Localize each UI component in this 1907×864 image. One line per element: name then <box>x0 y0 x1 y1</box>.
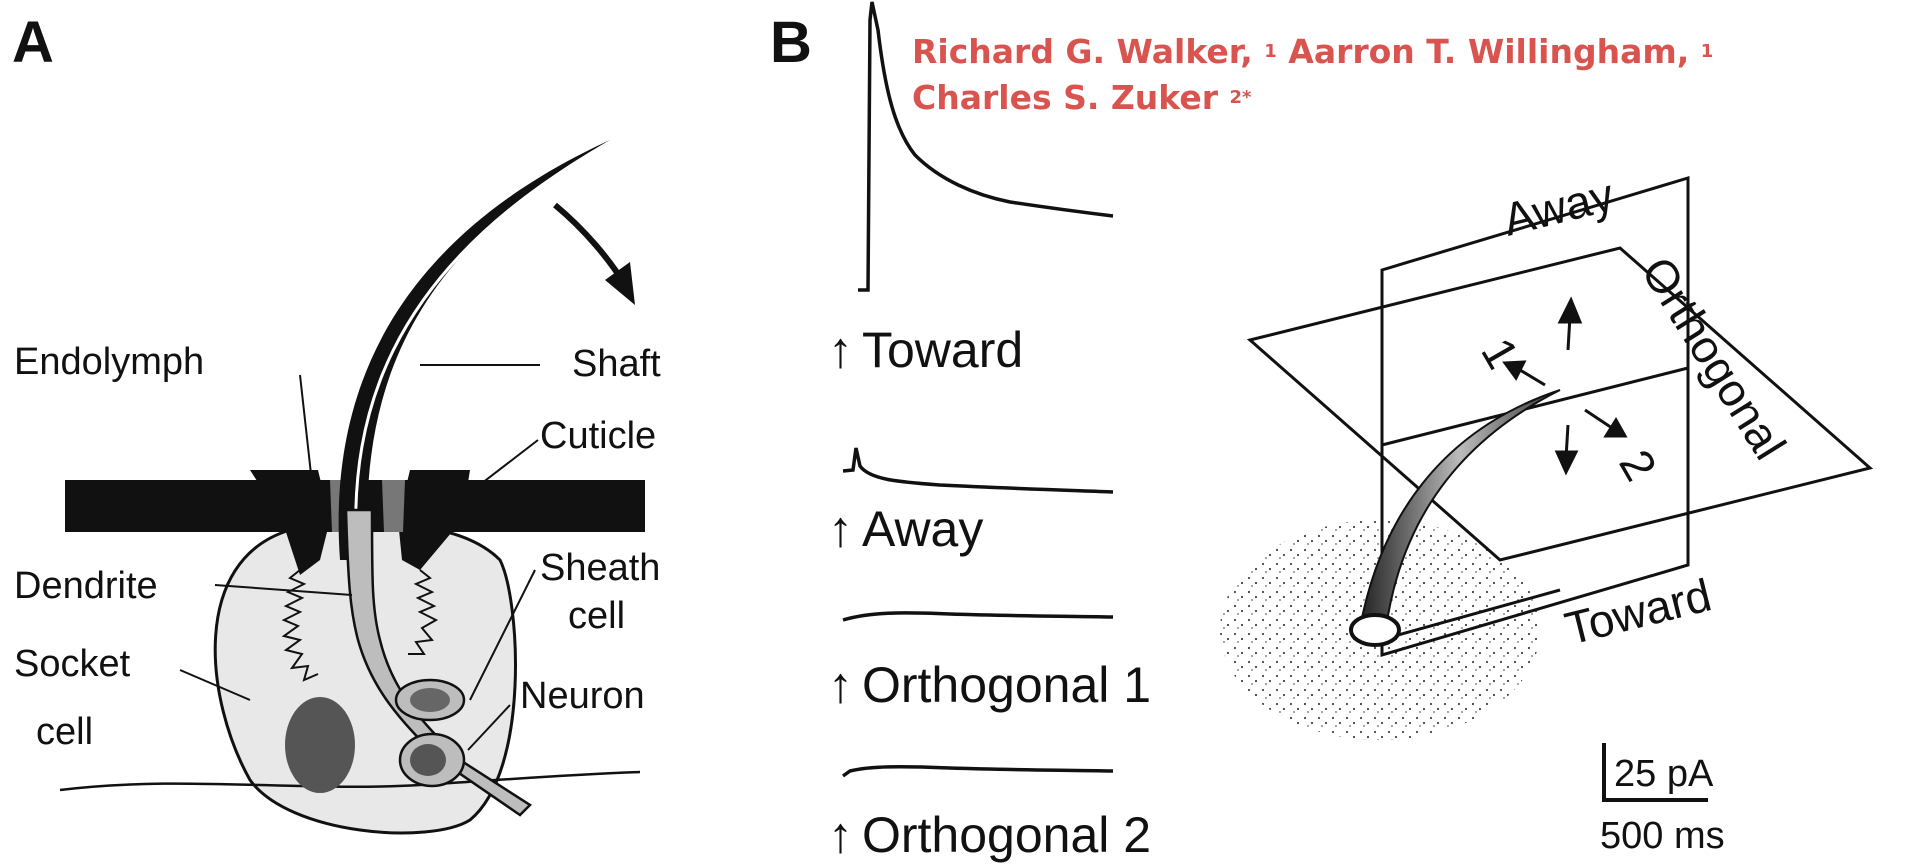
author-name-1: Richard G. Walker, <box>912 32 1253 71</box>
trace-label-toward: ↑ Toward <box>828 322 1023 378</box>
arrow-1-head <box>1505 362 1524 378</box>
trace-label-away-text: Away <box>862 501 983 557</box>
plane-label-away: Away <box>1498 168 1619 245</box>
neuron-nucleus <box>410 744 446 776</box>
sensillum-diagram <box>60 140 645 833</box>
arrow-down-head <box>1557 452 1576 472</box>
plane-label-orthogonal: Orthogonal <box>1632 248 1797 469</box>
scale-current-label: 25 pA <box>1614 753 1714 795</box>
up-arrow-icon: ↑ <box>828 501 853 557</box>
stimulus-planes <box>1220 178 1870 740</box>
scale-bar: 25 pA 500 ms <box>1600 743 1725 857</box>
trace-orthogonal-2 <box>843 767 1113 776</box>
scale-time-label: 500 ms <box>1600 815 1725 857</box>
arrow-1-line <box>1520 370 1545 385</box>
label-shaft: Shaft <box>572 343 661 385</box>
cuticle-gray-right <box>382 480 405 532</box>
author-affiliation-2: 1 <box>1701 41 1714 62</box>
label-endolymph: Endolymph <box>14 341 204 383</box>
sheath-nucleus <box>410 688 450 712</box>
author-list: Richard G. Walker, 1 Aarron T. Willingha… <box>912 32 1872 124</box>
label-dendrite: Dendrite <box>14 565 158 607</box>
panel-a-letter: A <box>12 10 54 75</box>
up-arrow-icon: ↑ <box>828 322 853 378</box>
trace-label-away: ↑ Away <box>828 501 983 557</box>
label-cuticle: Cuticle <box>540 415 656 457</box>
trace-label-orthogonal-2: ↑ Orthogonal 2 <box>828 807 1151 863</box>
label-sheath-line2: cell <box>568 595 625 637</box>
author-name-2: Aarron T. Willingham, <box>1288 32 1689 71</box>
author-line-1: Richard G. Walker, 1 Aarron T. Willingha… <box>912 32 1872 78</box>
trace-orthogonal-1 <box>843 613 1113 620</box>
arrow-2-head <box>1606 420 1625 436</box>
label-socket-line2: cell <box>36 711 93 753</box>
author-affiliation-3: 2* <box>1230 87 1252 108</box>
up-arrow-icon: ↑ <box>828 807 853 863</box>
socket-nucleus <box>285 697 355 793</box>
bristle-socket <box>1351 615 1399 645</box>
trace-label-toward-text: Toward <box>862 322 1023 378</box>
arrow-up-head <box>1560 300 1580 322</box>
trace-label-orthogonal-2-text: Orthogonal 2 <box>862 807 1151 863</box>
horizontal-plane <box>1250 248 1870 560</box>
panel-b-letter: B <box>770 10 812 75</box>
plane-label-toward: Toward <box>1560 568 1716 654</box>
label-sheath-line1: Sheath <box>540 547 660 589</box>
label-neuron: Neuron <box>520 675 645 717</box>
deflection-arrowhead <box>605 262 635 305</box>
trace-label-orthogonal-1: ↑ Orthogonal 1 <box>828 657 1151 713</box>
author-name-3: Charles S. Zuker <box>912 78 1218 117</box>
trace-away <box>843 448 1113 492</box>
arrow-label-2: 2 <box>1609 441 1667 489</box>
up-arrow-icon: ↑ <box>828 657 853 713</box>
author-affiliation-1: 1 <box>1264 41 1277 62</box>
label-socket-line1: Socket <box>14 643 131 685</box>
trace-label-orthogonal-1-text: Orthogonal 1 <box>862 657 1151 713</box>
arrow-2-line <box>1585 410 1612 428</box>
deflection-arrow <box>555 205 625 285</box>
author-line-2: Charles S. Zuker 2* <box>912 78 1872 124</box>
